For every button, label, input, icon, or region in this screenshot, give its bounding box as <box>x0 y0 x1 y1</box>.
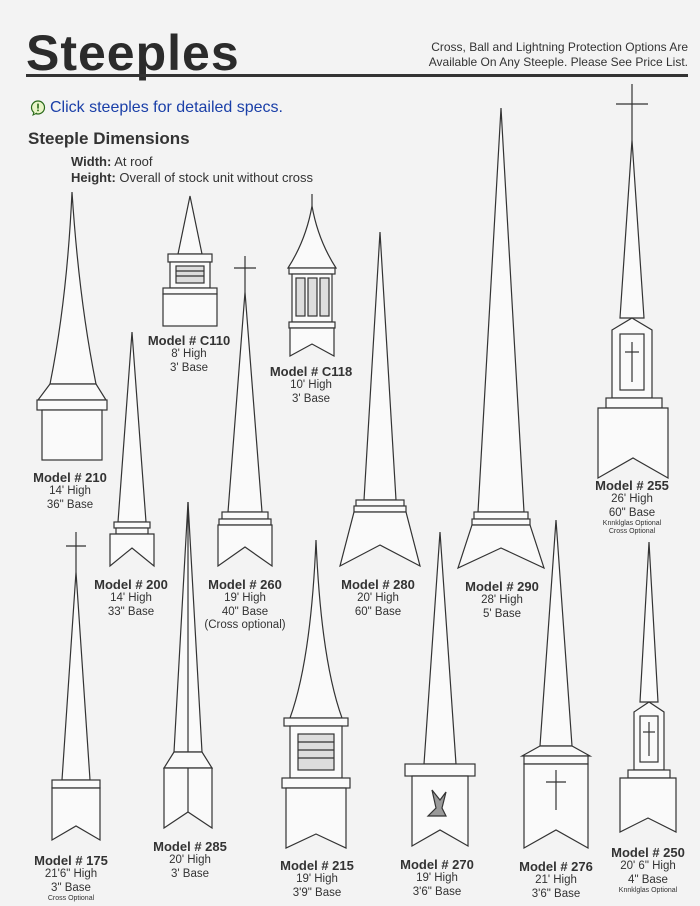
steeple-270[interactable] <box>404 531 476 848</box>
height-value: Overall of stock unit without cross <box>119 170 314 185</box>
label-250: Model # 250 20' 6" High 4" Base Knnklgla… <box>611 845 685 894</box>
width-row: Width: At roof <box>71 154 153 169</box>
info-bubble-icon <box>30 100 46 116</box>
label-290: Model # 290 28' High 5' Base <box>465 579 539 620</box>
steeple-175[interactable] <box>51 532 101 842</box>
options-note: Cross, Ball and Lightning Protection Opt… <box>398 40 688 70</box>
steeple-285[interactable] <box>162 501 214 830</box>
label-260: Model # 260 19' High 40" Base (Cross opt… <box>204 577 286 631</box>
steeple-c110[interactable] <box>162 195 218 327</box>
options-note-line2: Available On Any Steeple. Please See Pri… <box>428 55 688 69</box>
steeple-250[interactable] <box>619 541 677 833</box>
title-rule <box>26 74 688 77</box>
label-210: Model # 210 14' High 36" Base <box>33 470 107 511</box>
label-255: Model # 255 26' High 60" Base Knnklglas … <box>595 478 669 535</box>
label-280: Model # 280 20' High 60" Base <box>341 577 415 618</box>
dimensions-heading: Steeple Dimensions <box>28 129 190 148</box>
page-title: Steeples <box>26 25 240 81</box>
height-row: Height: Overall of stock unit without cr… <box>71 170 313 185</box>
label-270: Model # 270 19' High 3'6" Base <box>400 857 474 898</box>
steeple-260[interactable] <box>217 256 273 568</box>
label-285: Model # 285 20' High 3' Base <box>153 839 227 880</box>
width-label: Width: <box>71 154 112 169</box>
click-specs-text: Click steeples for detailed specs. <box>50 99 283 116</box>
label-c110: Model # C110 8' High 3' Base <box>147 333 231 374</box>
steeple-210[interactable] <box>36 191 108 461</box>
steeple-280[interactable] <box>339 231 421 568</box>
steeple-200[interactable] <box>109 331 155 568</box>
options-note-line1: Cross, Ball and Lightning Protection Opt… <box>431 40 688 54</box>
steeple-276[interactable] <box>519 519 593 850</box>
click-specs-link[interactable]: Click steeples for detailed specs. <box>30 99 283 117</box>
label-200: Model # 200 14' High 33" Base <box>94 577 168 618</box>
label-215: Model # 215 19' High 3'9" Base <box>280 858 354 899</box>
steeple-255[interactable] <box>597 84 669 480</box>
steeple-215[interactable] <box>281 539 351 849</box>
label-c118: Model # C118 10' High 3' Base <box>269 364 353 405</box>
label-276: Model # 276 21' High 3'6" Base <box>519 859 593 900</box>
steeple-c118[interactable] <box>286 194 338 358</box>
steeple-290[interactable] <box>457 107 545 570</box>
height-label: Height: <box>71 170 116 185</box>
width-value: At roof <box>114 154 153 169</box>
label-175: Model # 175 21'6" High 3" Base Cross Opt… <box>34 853 108 902</box>
